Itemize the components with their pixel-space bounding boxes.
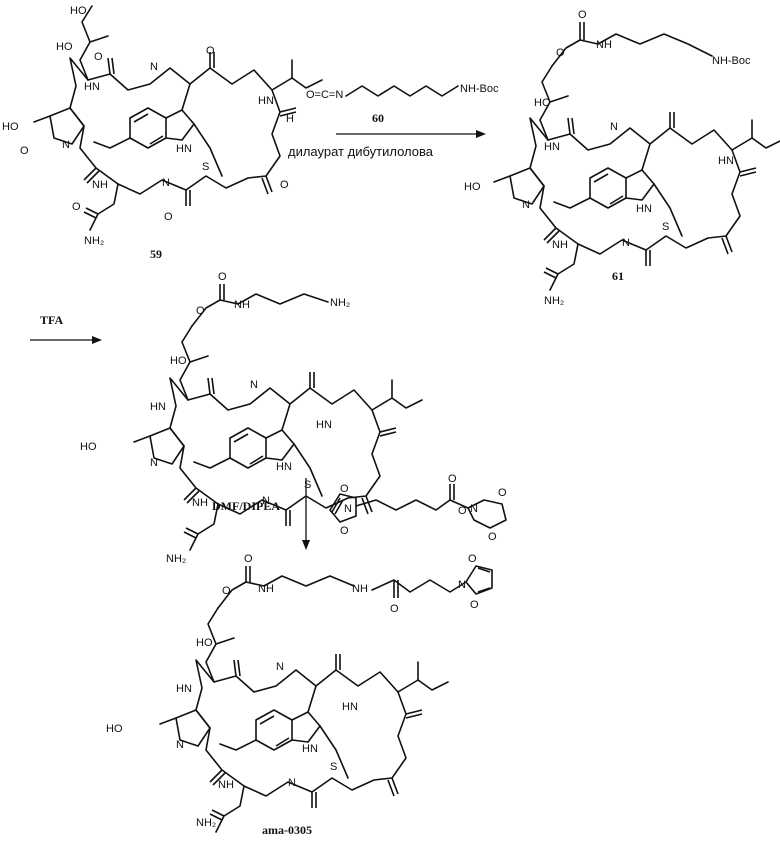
atom-label: O [340, 483, 349, 495]
atom-label: NH [92, 179, 108, 191]
atom-label: NH [258, 583, 274, 595]
compound-ama-0305-structure: O O NH NH O N O O HO HN HO N N HN HN S N… [106, 553, 492, 837]
atom-label: HN [176, 683, 192, 695]
atom-label: O [218, 271, 227, 283]
atom-label: O [244, 553, 253, 565]
atom-label: N [522, 199, 530, 211]
atom-label: O [458, 505, 467, 517]
compound-61-structure: O O NH NH-Boc HO HN HO N N HN HN S NH N … [464, 9, 780, 307]
atom-label: HN [176, 143, 192, 155]
compound-label-61: 61 [612, 269, 624, 283]
atom-label: N [458, 579, 466, 591]
atom-label: NH₂ [84, 235, 104, 247]
atom-label: O [20, 145, 29, 157]
reaction-arrow-1 [336, 130, 486, 138]
atom-label: HN [258, 95, 274, 107]
compound-label-60: 60 [372, 111, 384, 125]
atom-label: NH [234, 299, 250, 311]
compound-label-ama-0305: ama-0305 [262, 823, 312, 837]
atom-label: O [556, 47, 565, 59]
atom-label: O [470, 599, 479, 611]
atom-label: S [304, 479, 311, 491]
atom-label: NH₂ [330, 297, 350, 309]
atom-label: O [488, 531, 497, 543]
atom-label: H [286, 113, 294, 125]
reagent-tfa: TFA [40, 313, 63, 327]
atom-label: NH₂ [196, 817, 216, 829]
atom-label: N [250, 379, 258, 391]
compound-59-structure: HO HO HN HO N O O N O HN H HN S O NH N O… [2, 5, 322, 261]
atom-label: HN [150, 401, 166, 413]
atom-label: S [330, 761, 337, 773]
atom-label: N [62, 139, 70, 151]
atom-label: O [448, 473, 457, 485]
atom-label: NH-Boc [460, 83, 499, 95]
maleimide-nhs-reagent: O O N O O N O O [330, 473, 507, 543]
atom-label: HO [534, 97, 551, 109]
atom-label: NH [218, 779, 234, 791]
atom-label: HN [302, 743, 318, 755]
atom-label: NH-Boc [712, 55, 751, 67]
atom-label: HO [70, 5, 87, 17]
atom-label: NH [352, 583, 368, 595]
atom-label: HO [106, 723, 123, 735]
atom-label: O [196, 305, 205, 317]
atom-label: O [468, 553, 477, 565]
atom-label: HO [56, 41, 73, 53]
atom-label: O [340, 525, 349, 537]
atom-label: HN [316, 419, 332, 431]
atom-label: N [176, 739, 184, 751]
reagent-60: O=C=N NH-Boc 60 [306, 83, 499, 125]
atom-label: O [206, 45, 215, 57]
atom-label: HN [544, 141, 560, 153]
atom-label: O [222, 585, 231, 597]
atom-label: O [390, 603, 399, 615]
compound-label-59: 59 [150, 247, 162, 261]
atom-label: NH₂ [544, 295, 564, 307]
atom-label: HO [464, 181, 481, 193]
atom-label: NH₂ [166, 553, 186, 565]
atom-label: S [202, 161, 209, 173]
atom-label: S [662, 221, 669, 233]
atom-label: O [94, 51, 103, 63]
atom-label: N [288, 777, 296, 789]
atom-label: N [610, 121, 618, 133]
atom-label: NH [192, 497, 208, 509]
reaction-arrow-2 [30, 336, 102, 344]
reagent-dmf-dipea: DMF/DIPEA [212, 499, 280, 513]
atom-label: N [150, 457, 158, 469]
atom-label: NH [596, 39, 612, 51]
atom-label: N [150, 61, 158, 73]
atom-label: HO [196, 637, 213, 649]
atom-label: HO [170, 355, 187, 367]
atom-label: NH [552, 239, 568, 251]
atom-label: N [162, 177, 170, 189]
atom-label: HN [84, 81, 100, 93]
atom-label: N [622, 237, 630, 249]
atom-label: HN [276, 461, 292, 473]
atom-label: N [276, 661, 284, 673]
atom-label: HO [2, 121, 19, 133]
atom-label: HN [342, 701, 358, 713]
atom-label: N [344, 503, 352, 515]
step1-condition: дилаурат дибутилолова [288, 144, 434, 159]
atom-label: O [280, 179, 289, 191]
atom-label: HO [80, 441, 97, 453]
atom-label: O [578, 9, 587, 21]
atom-label: O [72, 201, 81, 213]
atom-label: O [164, 211, 173, 223]
atom-label: HN [636, 203, 652, 215]
isocyanate-label: O=C=N [306, 89, 343, 101]
atom-label: HN [718, 155, 734, 167]
compound-amine-structure: O O NH NH₂ HO HN HO N N HN HN S NH N NH₂ [80, 271, 422, 565]
atom-label: O [498, 487, 507, 499]
atom-label: N [470, 503, 478, 515]
